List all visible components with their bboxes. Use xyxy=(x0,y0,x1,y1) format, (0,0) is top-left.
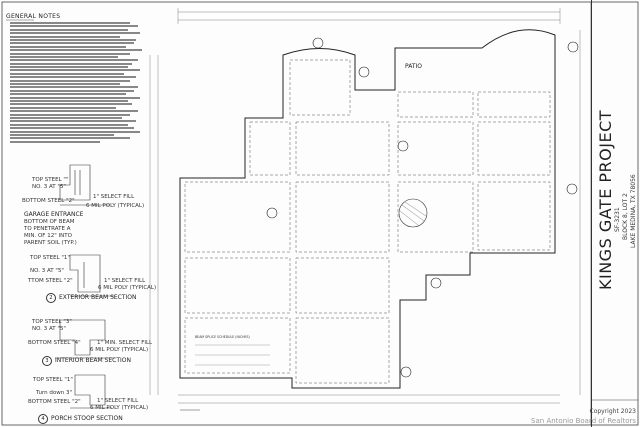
general-notes-title: GENERAL NOTES xyxy=(6,13,61,20)
porch-section-number: 4 xyxy=(38,414,48,424)
interior-section-label: INTERIOR BEAM SECTION xyxy=(55,357,131,364)
interior-select-fill: 1" MIN. SELECT FILL xyxy=(97,340,153,346)
porch-select-fill: 1" SELECT FILL xyxy=(97,398,139,404)
patio-label: PATIO xyxy=(405,63,423,70)
interior-no3: NO. 3 AT "5" xyxy=(32,326,66,332)
porch-section-label: PORCH STOOP SECTION xyxy=(51,415,123,422)
interior-bottom-steel: BOTTOM STEEL "4" xyxy=(28,340,81,346)
garage-no3: NO. 3 AT "5" xyxy=(32,184,66,190)
porch-bottom-steel: BOTTOM STEEL "2" xyxy=(28,399,81,405)
svg-text:BEAM SPLICE SCHEDULE (INCHES): BEAM SPLICE SCHEDULE (INCHES) xyxy=(195,335,250,339)
porch-turn-down: Turn down 3" xyxy=(36,390,73,396)
exterior-poly: 6 MIL POLY (TYPICAL) xyxy=(98,285,157,291)
interior-poly: 6 MIL POLY (TYPICAL) xyxy=(90,347,149,353)
exterior-section-number: 2 xyxy=(46,293,56,303)
exterior-no3: NO. 3 AT "5" xyxy=(30,268,64,274)
interior-top-steel: TOP STEEL "3" xyxy=(32,319,72,325)
project-subtitle-3: LAKE MEDINA, TX 78056 xyxy=(630,174,637,248)
exterior-top-steel: TOP STEEL "1" xyxy=(30,255,70,261)
garage-select-fill: 1" SELECT FILL xyxy=(93,194,135,200)
garage-bottom-steel: BOTTOM STEEL "2" xyxy=(22,198,75,204)
exterior-section-label: EXTERIOR BEAM SECTION xyxy=(59,294,137,301)
garage-note-2: TO PENETRATE A xyxy=(24,226,71,232)
garage-note-4: PARENT SOIL (TYP.) xyxy=(24,240,77,246)
general-notes-text xyxy=(10,22,150,144)
garage-top-steel: TOP STEEL "" xyxy=(32,177,69,183)
garage-note-1: BOTTOM OF BEAM xyxy=(24,219,75,225)
project-subtitle-1: SF-3231 xyxy=(614,207,621,232)
watermark-text: San Antonio Board of Realtors xyxy=(531,417,636,425)
porch-poly: 6 MIL POLY (TYPICAL) xyxy=(90,405,149,411)
garage-poly: 6 MIL POLY (TYPICAL) xyxy=(86,203,145,209)
project-subtitle-2: BLOCK 8, LOT 2 xyxy=(622,193,629,240)
exterior-select-fill: 1" SELECT FILL xyxy=(104,278,146,284)
interior-section-number: 3 xyxy=(42,356,52,366)
project-title: KINGS GATE PROJECT xyxy=(596,109,615,290)
garage-note-3: MIN. OF 12" INTO xyxy=(24,233,72,239)
title-block xyxy=(591,0,640,427)
porch-top-steel: TOP STEEL "1" xyxy=(33,377,73,383)
exterior-bottom-steel: TTOM STEEL "2" xyxy=(28,278,73,284)
copyright-text: Copyright 2023 xyxy=(589,408,637,415)
garage-entrance-title: GARAGE ENTRANCE xyxy=(24,211,84,218)
